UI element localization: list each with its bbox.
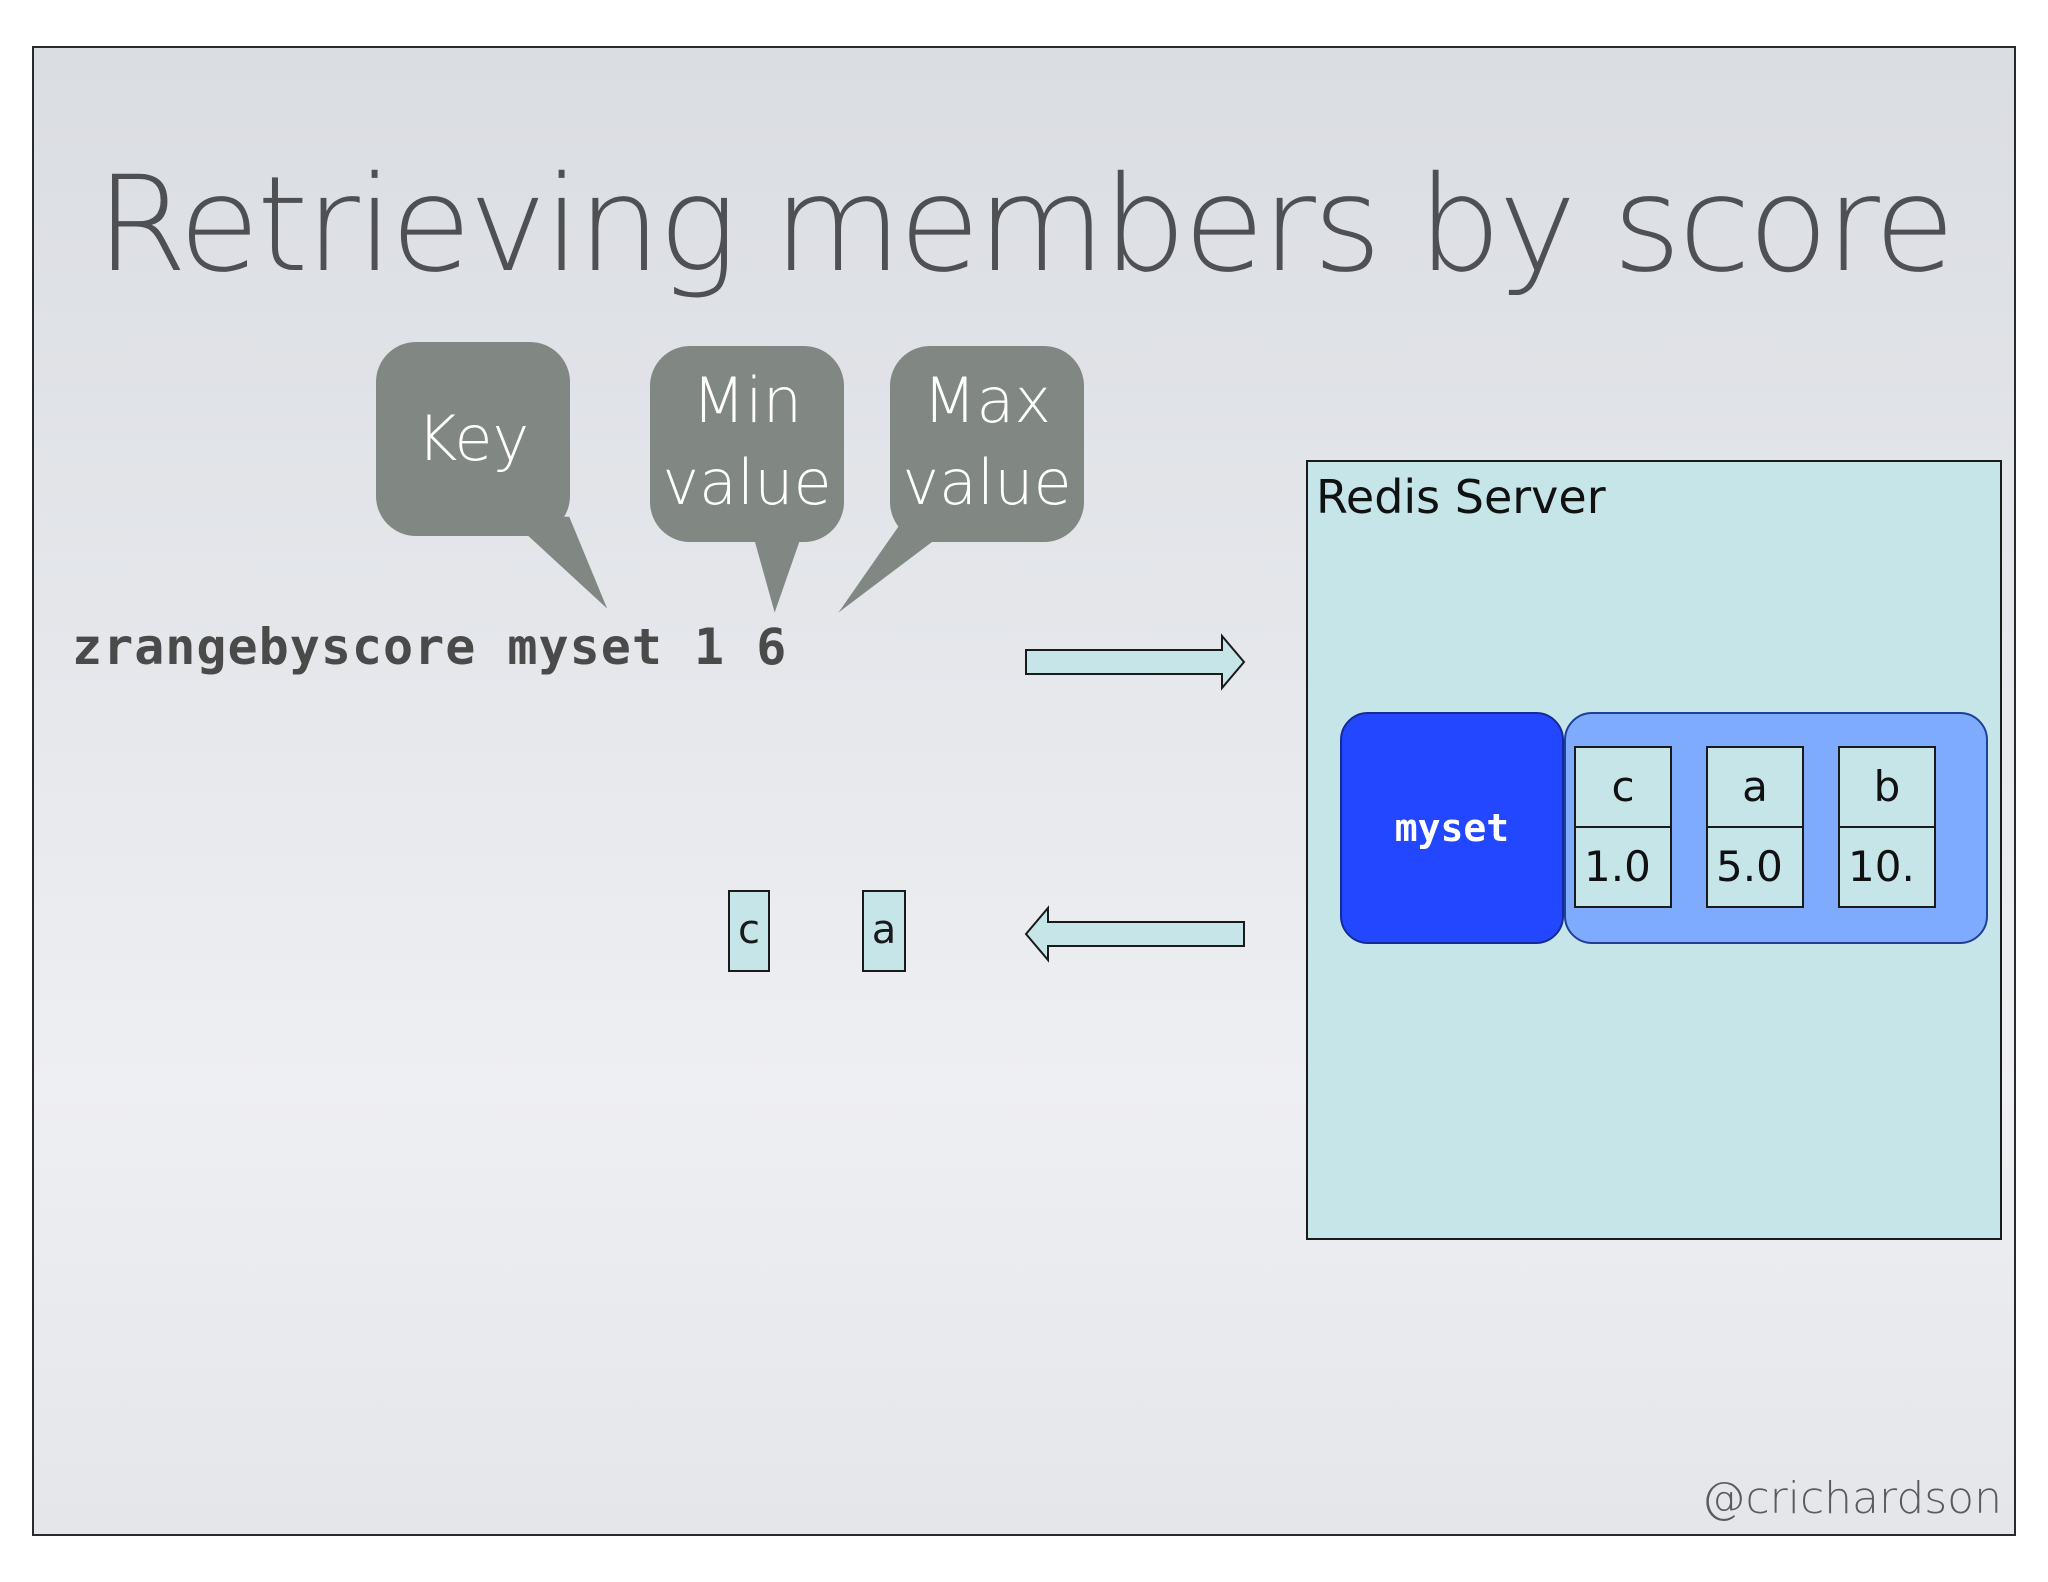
author-credit: @crichardson bbox=[1701, 1473, 2002, 1524]
response-arrow bbox=[1024, 905, 1245, 963]
key-callout-label: Key bbox=[416, 402, 530, 475]
response-arrow-shape bbox=[1024, 905, 1245, 963]
redis-server-box: Redis Server c 1.0 a 5.0 b 10. myset bbox=[1306, 460, 2002, 1240]
max-callout-line-2: value bbox=[902, 446, 1072, 519]
min-callout-line-1: Min bbox=[691, 364, 802, 437]
sorted-set-member: c 1.0 bbox=[1574, 746, 1672, 908]
redis-server-label: Redis Server bbox=[1316, 470, 1606, 524]
member-name: a bbox=[1706, 746, 1804, 828]
sorted-set-key: myset bbox=[1340, 712, 1564, 944]
member-name: c bbox=[1574, 746, 1672, 828]
member-name: b bbox=[1838, 746, 1936, 828]
member-score: 5.0 bbox=[1706, 826, 1804, 908]
max-callout-line-1: Max bbox=[922, 364, 1052, 437]
slide-title: Retrieving members by score bbox=[95, 148, 1955, 302]
slide: Retrieving members by score Key Min valu… bbox=[32, 46, 2016, 1536]
max-value-callout: Max value bbox=[890, 346, 1084, 542]
request-arrow bbox=[1025, 633, 1246, 691]
sorted-set-value: c 1.0 a 5.0 b 10. bbox=[1564, 712, 1988, 944]
min-value-callout: Min value bbox=[650, 346, 844, 542]
result-member-a: a bbox=[862, 890, 906, 972]
min-callout-line-2: value bbox=[662, 446, 832, 519]
sorted-set-member: b 10. bbox=[1838, 746, 1936, 908]
request-arrow-shape bbox=[1025, 633, 1246, 691]
key-callout: Key bbox=[376, 342, 570, 536]
sorted-set-member: a 5.0 bbox=[1706, 746, 1804, 908]
redis-command: zrangebyscore myset 1 6 bbox=[72, 618, 788, 676]
result-member-c: c bbox=[728, 890, 770, 972]
member-score: 10. bbox=[1838, 826, 1936, 908]
member-score: 1.0 bbox=[1574, 826, 1672, 908]
